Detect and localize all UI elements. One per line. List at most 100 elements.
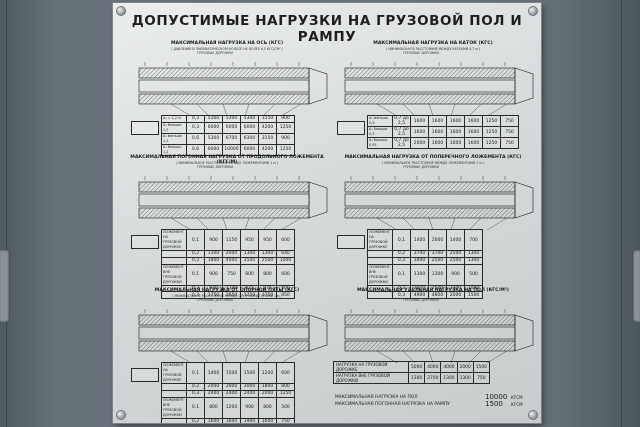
total-label: МАКСИМАЛЬНАЯ ПОГОННАЯ НАГРУЗКА НА РАМПУ: [335, 402, 450, 407]
section-title: МАКСИМАЛЬНАЯ ПОГОННАЯ НАГРУЗКА ОТ ПРОДОЛ…: [130, 155, 324, 165]
table-cell: 700: [464, 229, 483, 251]
section-title: МАКСИМАЛЬНАЯ НАГРУЗКА НА КАТОК (КГС): [373, 41, 493, 46]
table-cell: 750: [500, 115, 519, 127]
table-cell: 600: [276, 263, 295, 286]
track-label: ГРУЗОВЫЕ ДОРОЖКИ: [197, 51, 233, 55]
table-cell: 0,7 до 2,5: [392, 126, 411, 138]
table-cell: 1300: [464, 250, 483, 258]
table-cell: 5300: [204, 132, 223, 145]
table-cell: 1300: [240, 250, 259, 258]
total-value: 10000: [485, 393, 508, 401]
table-cell: 1600: [446, 126, 465, 138]
screw-icon: [117, 7, 125, 15]
table-cell: 1600: [464, 115, 483, 127]
table-cell: 1600: [428, 126, 447, 138]
screw-icon: [117, 411, 125, 419]
table-cell: 2400: [222, 389, 241, 398]
row-label: A₁ больше 1,2: [161, 121, 187, 134]
table-cell: 1600: [204, 417, 223, 423]
table-cell: 1300: [204, 250, 223, 258]
row-label: [161, 250, 187, 258]
track-label: ГРУЗОВЫЕ ДОРОЖКИ: [197, 165, 233, 169]
table-cell: 900: [204, 229, 223, 251]
load-section-axle: МАКСИМАЛЬНАЯ НАГРУЗКА НА ОСЬ (КГС)( ДАВЛ…: [127, 41, 328, 163]
table-cell: 1500: [472, 361, 490, 373]
floor-plan-drawing: [138, 176, 328, 231]
table-cell: 0,1: [186, 362, 205, 384]
table-cell: 2500: [428, 256, 447, 265]
table-cell: 2000: [222, 250, 241, 258]
table-cell: 2400: [240, 389, 259, 398]
total-value: 1500: [485, 400, 503, 408]
table-cell: 800: [240, 263, 259, 286]
table-cell: 900: [446, 263, 465, 286]
table-cell: 1200: [258, 362, 277, 384]
load-plate: ДОПУСТИМЫЕ НАГРУЗКИ НА ГРУЗОВОЙ ПОЛ И РА…: [113, 3, 541, 423]
row-label: ЛОЖЕМЕНТ НА ГРУЗОВОЙ ДОРОЖКЕ: [161, 229, 187, 251]
table-cell: 1250: [482, 115, 501, 127]
table-cell: 6000: [240, 121, 259, 134]
screw-icon: [529, 411, 537, 419]
table-cell: 500: [464, 263, 483, 286]
track-label: ГРУЗОВЫЕ ДОРОЖКИ: [403, 165, 439, 169]
load-section-specific: МАКСИМАЛЬНАЯ УДЕЛЬНАЯ НАГРУЗКА НА ПОЛ (К…: [333, 288, 534, 410]
row-label: [367, 256, 393, 265]
table-cell: 1500: [240, 362, 259, 384]
table-cell: 1400: [204, 362, 223, 384]
table-cell: 6300: [240, 132, 259, 145]
plate-title: ДОПУСТИМЫЕ НАГРУЗКИ НА ГРУЗОВОЙ ПОЛ И РА…: [131, 13, 523, 45]
row-label: ЛОЖЕМЕНТ НА ГРУЗОВОЙ ДОРОЖКЕ: [161, 362, 187, 384]
section-title: МАКСИМАЛЬНАЯ УДЕЛЬНАЯ НАГРУЗКА НА ПОЛ (К…: [357, 288, 509, 293]
table-cell: 2500: [240, 256, 259, 265]
table-cell: 500: [276, 396, 295, 419]
row-label: A₁ больше 0,3: [367, 126, 393, 138]
table-cell: 0,1: [392, 263, 411, 286]
table-cell: 1500: [222, 362, 241, 384]
wall-latch: [632, 250, 640, 322]
table-cell: 1250: [276, 389, 295, 398]
table-cell: 1200: [222, 396, 241, 419]
row-label: [161, 383, 187, 391]
load-section-support: МАКСИМАЛЬНАЯ НАГРУЗКА ОТ ОПОРНОЙ ПЯТЫ (К…: [127, 288, 328, 423]
load-diagram-icon: [131, 235, 159, 249]
total-unit: КГСМ: [511, 395, 523, 400]
wall-seam: [621, 0, 622, 427]
table-cell: 0,2: [392, 250, 411, 258]
section-subtitle: ( МИНИМАЛЬНОЕ РАССТОЯНИЕ МЕЖДУ КАТКАМИ 0…: [385, 47, 481, 51]
table-cell: 1600: [446, 115, 465, 127]
section-subtitle: ( МИНИМАЛЬНОЕ РАССТОЯНИЕ МЕЖДУ ЛОЖЕМЕНТА…: [176, 161, 278, 165]
table-cell: 1600: [410, 126, 429, 138]
table-cell: 0,1: [186, 396, 205, 419]
table-cell: 5300: [204, 115, 223, 123]
table-cell: 0,6: [186, 143, 205, 156]
table-cell: 1600: [464, 137, 483, 149]
row-label: A₁ = 1,2 м: [161, 115, 187, 123]
table-cell: 0,3: [186, 115, 205, 123]
table-cell: 6000: [240, 143, 259, 156]
total-row: МАКСИМАЛЬНАЯ ПОГОННАЯ НАГРУЗКА НА РАМПУ 1…: [335, 400, 525, 409]
table-cell: 1600: [222, 417, 241, 423]
track-label: ГРУЗОВЫЕ ДОРОЖКИ: [197, 298, 233, 302]
row-label: ЛОЖЕМЕНТ НА ГРУЗОВОЙ ДОРОЖКЕ: [367, 229, 393, 251]
table-cell: 1400: [410, 229, 429, 251]
table-cell: 1900: [240, 417, 259, 423]
floor-plan-drawing: [344, 309, 534, 364]
table-cell: 2700: [424, 372, 442, 384]
table-cell: 0,3: [186, 389, 205, 398]
